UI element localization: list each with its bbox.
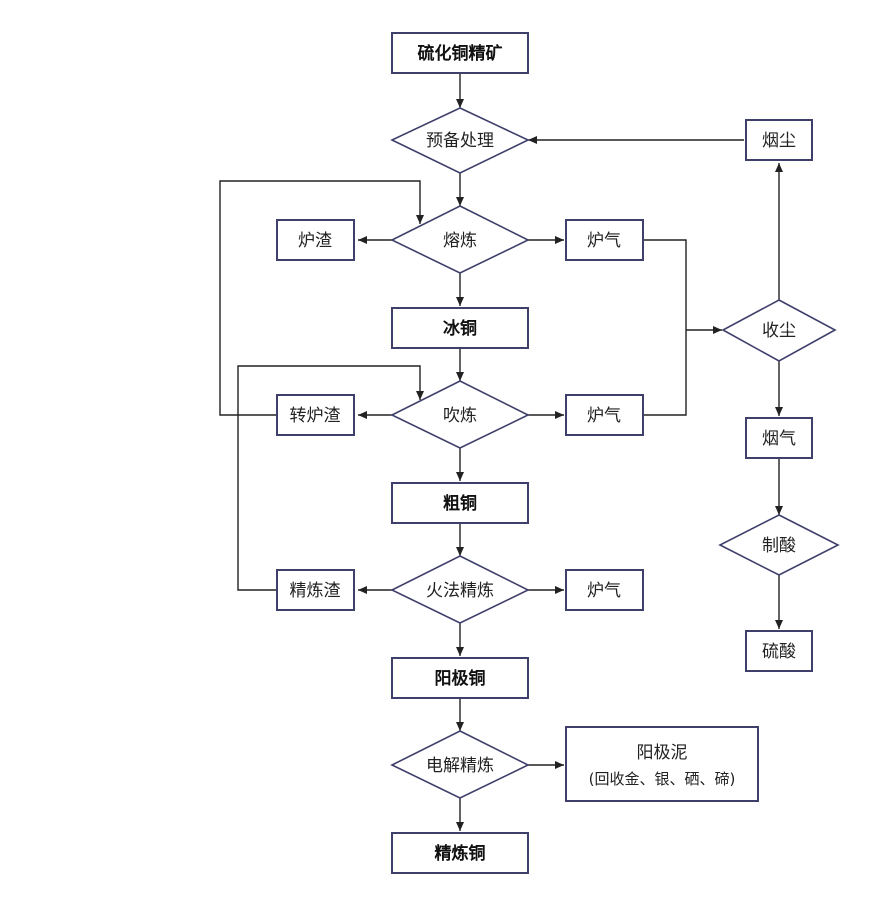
label-anode-slime: 阳极泥 — [637, 743, 688, 763]
label-dust-collection: 收尘 — [762, 321, 796, 341]
label-flue-gas: 烟气 — [762, 429, 796, 449]
label-smelting: 熔炼 — [443, 231, 477, 251]
edge-refiningslag-loop — [237, 365, 424, 591]
label-slag-furnace: 炉渣 — [298, 231, 332, 251]
edges — [219, 73, 783, 831]
node-dust: 烟尘 — [745, 119, 813, 161]
label-gas-2: 炉气 — [587, 406, 621, 426]
label-refining-slag: 精炼渣 — [290, 581, 341, 601]
node-gas-1: 炉气 — [565, 219, 644, 261]
label-electrorefining: 电解精炼 — [426, 756, 494, 776]
edge-gas1-collector — [644, 239, 687, 330]
node-refining-slag: 精炼渣 — [276, 569, 355, 611]
node-flue-gas: 烟气 — [745, 417, 813, 459]
node-dust-collection: 收尘 — [721, 299, 837, 362]
edge-gas2-collector — [644, 330, 687, 416]
node-slag-furnace: 炉渣 — [276, 219, 355, 261]
node-blister: 粗铜 — [391, 482, 529, 524]
node-anode: 阳极铜 — [391, 657, 529, 699]
edge-converterslag-loop — [219, 180, 424, 416]
label-anode: 阳极铜 — [435, 668, 486, 689]
node-pretreatment: 预备处理 — [390, 107, 530, 174]
node-converter-slag: 转炉渣 — [276, 394, 355, 436]
node-concentrate: 硫化铜精矿 — [391, 32, 529, 74]
label-gas-1: 炉气 — [587, 231, 621, 251]
node-smelting: 熔炼 — [390, 205, 530, 274]
label-concentrate: 硫化铜精矿 — [418, 43, 503, 64]
label-refined: 精炼铜 — [435, 843, 486, 864]
label-converter-slag: 转炉渣 — [290, 406, 341, 426]
label-blister: 粗铜 — [443, 493, 477, 514]
node-converting: 吹炼 — [390, 380, 530, 449]
node-fire-refining: 火法精炼 — [390, 555, 530, 624]
node-gas-2: 炉气 — [565, 394, 644, 436]
node-acid-making: 制酸 — [718, 514, 840, 576]
node-sulfuric-acid: 硫酸 — [745, 630, 813, 672]
label-acid-making: 制酸 — [762, 536, 796, 556]
label-matte: 冰铜 — [443, 318, 477, 339]
label-anode-slime-note: (回收金、银、硒、碲) — [589, 770, 736, 788]
node-refined: 精炼铜 — [391, 832, 529, 874]
node-anode-slime: 阳极泥 (回收金、银、硒、碲) — [565, 726, 759, 802]
label-pretreatment: 预备处理 — [426, 131, 494, 151]
label-gas-3: 炉气 — [587, 581, 621, 601]
node-gas-3: 炉气 — [565, 569, 644, 611]
label-converting: 吹炼 — [443, 406, 477, 426]
label-sulfuric-acid: 硫酸 — [762, 642, 796, 662]
label-dust: 烟尘 — [762, 131, 796, 151]
label-fire-refining: 火法精炼 — [426, 581, 494, 601]
node-matte: 冰铜 — [391, 307, 529, 349]
node-electrorefining: 电解精炼 — [390, 730, 530, 799]
